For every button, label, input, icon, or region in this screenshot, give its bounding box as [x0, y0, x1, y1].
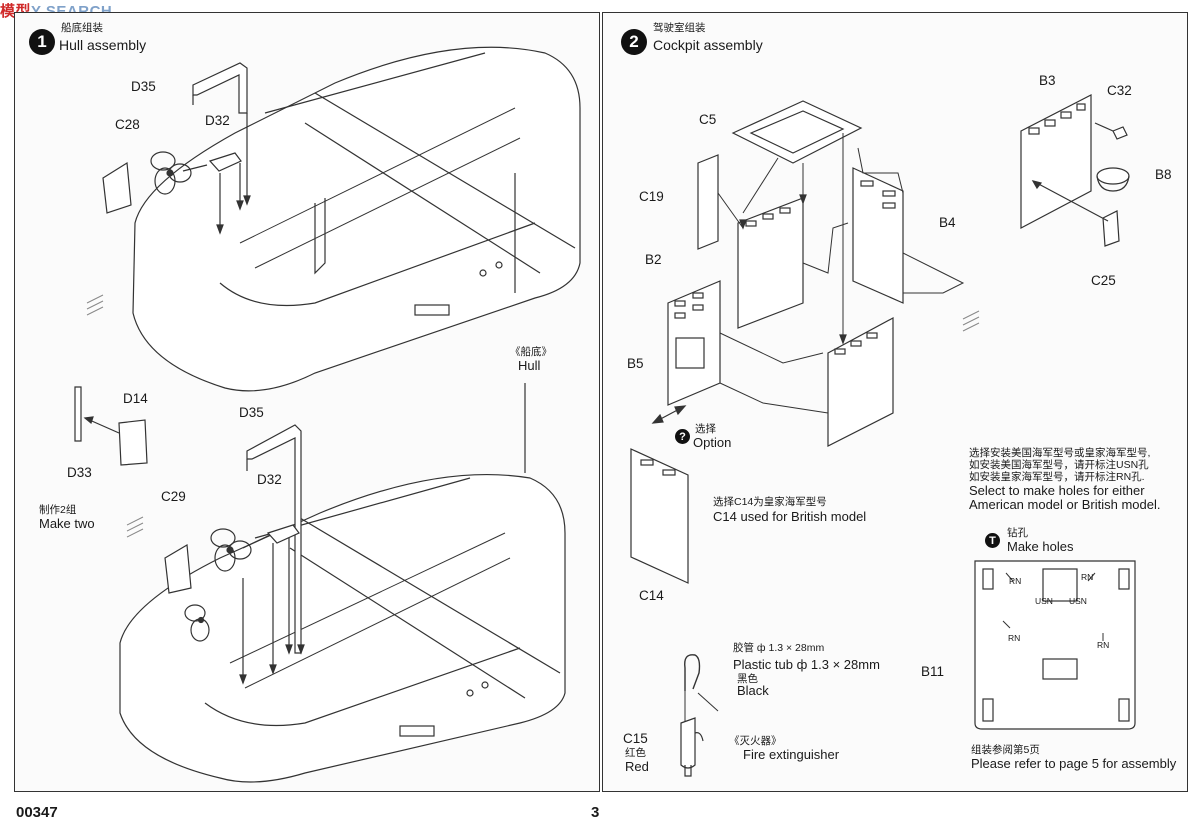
hull-label-cn: 《船底》 [510, 346, 552, 358]
propeller-c29 [210, 528, 271, 572]
holes-note-en-1: Select to make holes for either [969, 483, 1145, 498]
c14-note-cn: 选择C14为皇家海军型号 [713, 496, 827, 508]
make-two-cn: 制作2组 [39, 504, 77, 516]
part-label-c28: C28 [115, 117, 140, 132]
hole-mark-rn-4: RN [1097, 640, 1110, 650]
option-marker-icon: ? [675, 429, 690, 444]
hull-assembly-drawing [74, 46, 581, 783]
c15-color-en: Red [625, 759, 649, 774]
tube-note-cn: 胶管 ф 1.3 × 28mm [733, 642, 825, 654]
c14-note-en: C14 used for British model [713, 509, 867, 524]
hole-mark-usn-1: USN [1035, 596, 1053, 606]
part-label-c25: C25 [1091, 273, 1116, 288]
part-label-c29: C29 [161, 489, 186, 504]
page-number: 3 [591, 804, 600, 821]
lower-hull-outline [119, 474, 566, 783]
option-en: Option [693, 435, 732, 450]
tube-note-en: Plastic tub ф 1.3 × 28mm [733, 657, 880, 672]
part-label-d32-top: D32 [205, 113, 230, 128]
hull-label-en: Hull [518, 358, 541, 373]
part-label-d35-top: D35 [131, 79, 156, 94]
cockpit-assembly-drawing [630, 94, 1136, 777]
tube-color-en: Black [737, 683, 769, 698]
part-label-b2: B2 [645, 252, 662, 267]
hull-assembly-panel: 1 船底组装 Hull assembly D35 C28 D32 D14 D33… [14, 12, 600, 792]
part-label-d35-bottom: D35 [239, 405, 264, 420]
make-holes-en: Make holes [1007, 539, 1074, 554]
tube-color-cn: 黑色 [737, 673, 758, 685]
step-1-title-en: Hull assembly [59, 37, 147, 53]
cockpit-assembly-panel: 2 驾驶室组装 Cockpit assembly C5 C19 B2 B5 B4… [602, 12, 1188, 792]
propeller-c28 [150, 151, 208, 195]
make-holes-marker-icon: T [985, 533, 1000, 548]
option-cn: 选择 [695, 423, 716, 435]
part-label-c32: C32 [1107, 83, 1132, 98]
make-holes-cn: 钻孔 [1007, 527, 1028, 539]
hole-mark-rn-3: RN [1008, 633, 1021, 643]
part-label-c15: C15 [623, 731, 648, 746]
make-holes-marker-symbol: T [989, 534, 996, 547]
holes-note-cn-3: 如安装皇家海军型号，请开标注RN孔. [969, 471, 1145, 483]
part-label-d32-bottom: D32 [257, 472, 282, 487]
holes-note-cn-1: 选择安装美国海军型号或皇家海军型号, [969, 447, 1151, 459]
part-label-d33: D33 [67, 465, 92, 480]
upper-hull-outline [132, 46, 581, 392]
step-1-badge: 1 [29, 29, 55, 55]
step-1-title-cn: 船底组装 [61, 22, 103, 34]
page5-note-cn: 组装参阅第5页 [971, 744, 1040, 756]
product-code: 00347 [16, 804, 58, 821]
part-label-c19: C19 [639, 189, 664, 204]
extinguisher-en: Fire extinguisher [743, 747, 840, 762]
option-marker-symbol: ? [679, 430, 686, 443]
holes-note-en-2: American model or British model. [969, 497, 1161, 512]
part-label-b11: B11 [921, 664, 945, 679]
part-label-b5: B5 [627, 356, 644, 371]
c15-color-cn: 红色 [625, 747, 646, 759]
part-label-c14: C14 [639, 588, 664, 603]
make-two-en: Make two [39, 516, 95, 531]
step-1-number: 1 [37, 32, 47, 51]
hole-mark-rn-1: RN [1009, 576, 1022, 586]
part-label-c5: C5 [699, 112, 717, 127]
hole-mark-usn-2: USN [1069, 596, 1087, 606]
part-label-b3: B3 [1039, 73, 1056, 88]
step-2-badge: 2 [621, 29, 647, 55]
part-label-b8: B8 [1155, 167, 1172, 182]
propeller-installed [184, 604, 210, 642]
page5-note-en: Please refer to page 5 for assembly [971, 756, 1177, 771]
step-2-number: 2 [629, 32, 639, 51]
extinguisher-cn: 《灭火器》 [729, 735, 782, 747]
part-label-d14: D14 [123, 391, 148, 406]
step-2-title-cn: 驾驶室组装 [653, 22, 706, 34]
step-2-title-en: Cockpit assembly [653, 37, 763, 53]
part-label-b4: B4 [939, 215, 956, 230]
hole-mark-rn-2: RN [1081, 572, 1094, 582]
holes-note-cn-2: 如安装美国海军型号，请开标注USN孔 [969, 459, 1149, 471]
